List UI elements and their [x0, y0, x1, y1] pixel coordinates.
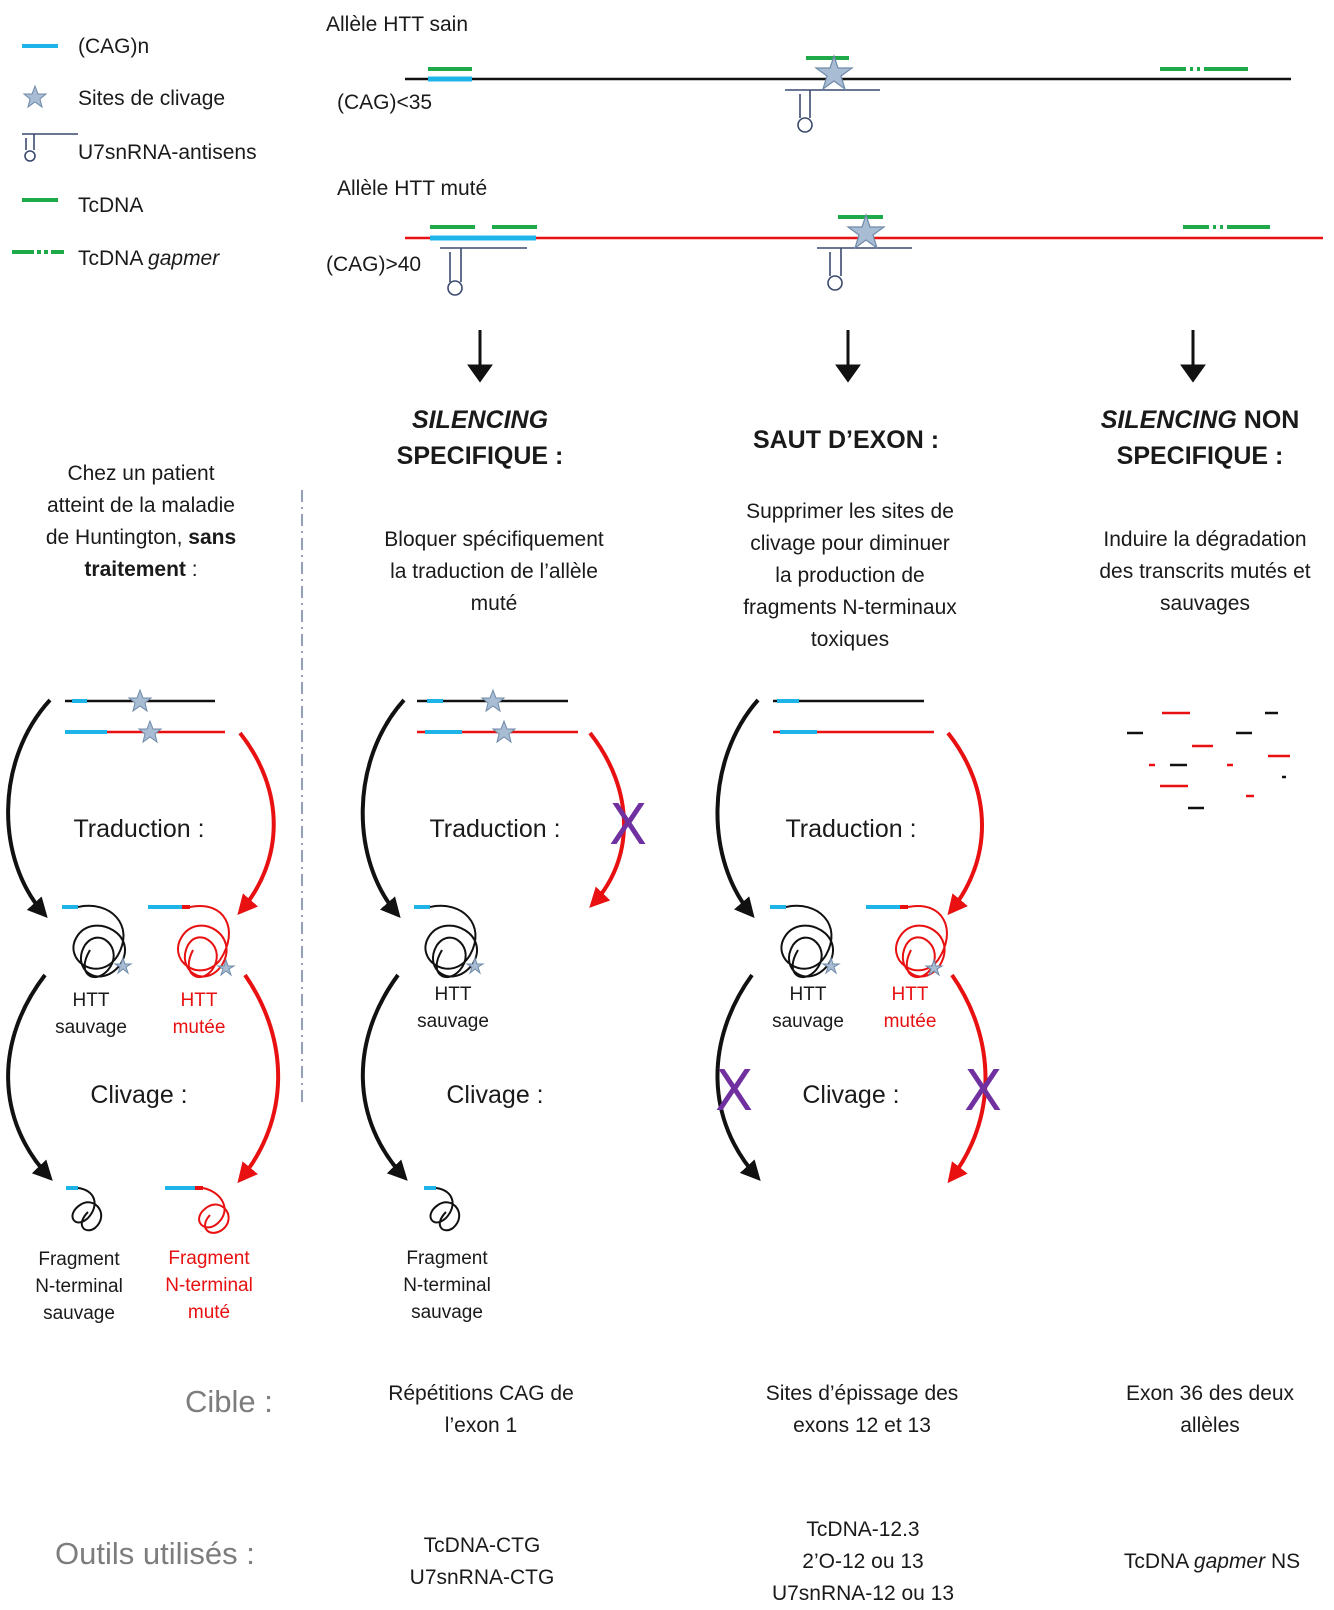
down-arrows	[467, 330, 1206, 383]
healthy-allele-title: Allèle HTT sain	[326, 13, 468, 36]
htt-wild-protein	[62, 904, 133, 979]
traduction-label-2: Traduction :	[429, 815, 561, 843]
outils-strategy-3: TcDNA gapmer NS	[1123, 1550, 1301, 1573]
u7snrna-legend-icon	[22, 133, 78, 162]
column-specific-silencing	[360, 688, 626, 1232]
mutant-allele-title: Allèle HTT muté	[337, 177, 488, 200]
star-icon	[137, 719, 163, 744]
legend	[12, 44, 78, 254]
htt-wild-protein	[414, 904, 485, 979]
clivage-label-2: Clivage :	[446, 1081, 544, 1109]
mutant-repeat-label: (CAG)>40	[326, 253, 422, 276]
htt-wild-protein	[770, 904, 841, 979]
block-x-cleavage-mutant: X	[963, 1059, 1003, 1124]
fragment-mutant	[165, 1186, 230, 1234]
mutant-allele	[405, 213, 1323, 296]
htt-mutant-protein	[148, 904, 236, 979]
healthy-allele	[405, 54, 1291, 133]
outils-label: Outils utilisés :	[55, 1536, 255, 1571]
star-icon	[127, 688, 153, 713]
column-exon-skipping	[715, 698, 988, 1184]
traduction-label-3: Traduction :	[785, 815, 917, 843]
traduction-label-1: Traduction :	[73, 815, 205, 843]
star-icon	[814, 54, 854, 91]
star-icon	[22, 84, 48, 109]
fragment-wild	[66, 1186, 103, 1232]
htt-mutant-protein	[866, 904, 948, 979]
legend-u7-label: U7snRNA-antisens	[78, 141, 257, 164]
fragment-wild	[424, 1186, 461, 1232]
legend-gapmer-label: TcDNA gapmer	[78, 247, 220, 270]
star-icon	[491, 719, 517, 744]
clivage-label-3: Clivage :	[802, 1081, 900, 1109]
legend-cag-label: (CAG)n	[78, 35, 150, 58]
block-x-cleavage-wild: X	[714, 1059, 754, 1124]
legend-tcdna-label: TcDNA	[78, 194, 144, 217]
strategy-2-heading: SAUT D’EXON :	[752, 426, 940, 454]
block-x-translation: X	[608, 793, 648, 858]
degraded-transcripts	[1127, 711, 1290, 810]
star-icon	[846, 213, 886, 250]
legend-cleavage-label: Sites de clivage	[78, 87, 226, 110]
column-no-treatment	[6, 688, 281, 1234]
clivage-label-1: Clivage :	[90, 1081, 188, 1109]
healthy-repeat-label: (CAG)<35	[337, 91, 433, 114]
cible-label: Cible :	[185, 1384, 273, 1419]
star-icon	[480, 688, 506, 713]
